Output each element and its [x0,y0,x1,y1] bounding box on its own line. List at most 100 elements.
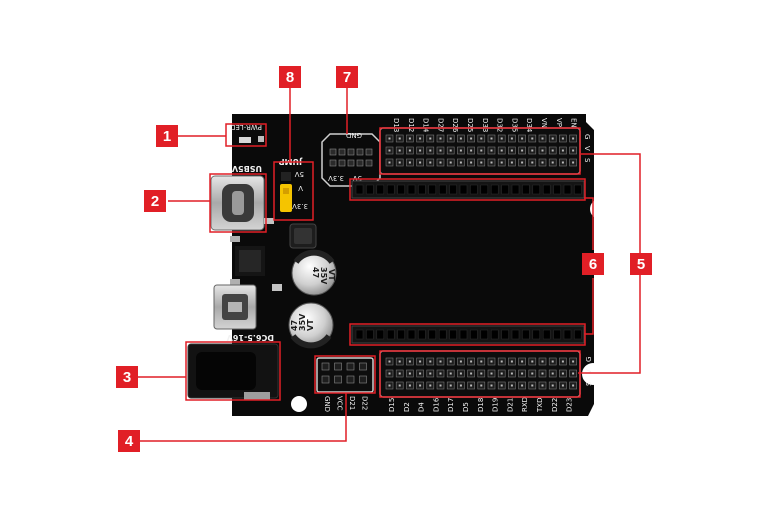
female-slot [553,329,561,340]
header-pin [321,375,330,384]
pin-label: D17 [447,398,455,412]
female-slot [397,184,405,195]
power-5v-label: 5V [353,174,362,182]
cap-bottom-brand: VT [306,319,315,331]
callout-number: 3 [123,369,131,386]
usb-c-port [210,175,265,231]
pin-label: D14 [422,118,430,133]
female-slot [397,329,405,340]
jump-3v3-label: 3.3V [292,202,308,210]
callout-number: 5 [637,256,645,273]
header-pin [321,362,330,371]
female-slot [459,184,468,195]
micro-usb-port [213,284,257,330]
side-label: S [585,381,593,386]
female-slot [501,184,509,195]
female-slot [376,184,385,195]
female-slot [366,329,374,340]
pin-label: D32 [496,118,504,132]
callout-number: 6 [589,256,597,273]
callout-8-voltage-jumper: 8 [279,66,301,88]
pin-label: VP [555,118,563,127]
power-led: PWR-LED [230,123,264,143]
callout-2-usb-c-port: 2 [144,190,166,212]
dc-input-label: DC6.5-16V [226,333,274,342]
female-slot [386,184,395,195]
female-slot [511,184,520,195]
mount-hole [582,363,604,385]
callout-7-power-pins: 7 [336,66,358,88]
pwr-led-label: PWR-LED [230,123,262,131]
female-slot [522,184,530,195]
female-slot [532,184,541,195]
header-pin [359,362,367,371]
female-slot [386,329,395,340]
female-slot [522,329,530,340]
header-pin [365,148,373,156]
header-pin [329,148,337,156]
female-slot [490,184,499,195]
female-slot [355,184,364,195]
header-pin [356,159,364,167]
pin-label: VN [540,118,548,128]
pin-label: D33 [481,118,489,132]
callout-lines [138,86,641,442]
header-pin [365,159,373,167]
cap-top-voltage: 35V [319,267,328,285]
side-label: G [585,357,593,362]
side-label: G [583,134,591,139]
pin-label: D19 [492,398,500,412]
female-slot [511,329,520,340]
pin-label: D12 [407,118,415,132]
female-slot [553,184,561,195]
pin-label: D13 [392,118,400,132]
pin-label: D23 [566,398,574,412]
cap-top-brand: VT [327,269,336,281]
header-side-labels-top: GVS [583,134,591,163]
header-pin [334,362,342,371]
pin-label: D22 [551,398,559,412]
pin-label: D4 [418,402,426,412]
female-slot [563,184,572,195]
female-slot [574,184,582,195]
header-pin [356,148,364,156]
pin-label: D25 [466,118,474,132]
female-slot [449,329,457,340]
cap-top-value: 47 [311,267,320,278]
callout-number: 8 [286,69,294,86]
callout-number: 2 [151,193,159,210]
header-pin [346,362,355,371]
callout-4-i2c-header: 4 [118,430,140,452]
female-slot [418,184,426,195]
cap-bottom-value: 47 [290,320,299,331]
header-pin [347,159,355,167]
jump-5v-label: 5V [295,170,304,178]
female-slot [438,329,447,340]
i2c-pin-label: D21 [348,396,356,410]
female-slot [376,329,385,340]
cap-bottom-voltage: 35V [298,313,307,331]
callout-1-power-led: 1 [156,125,178,147]
usb5v-label: USB5V [231,164,262,173]
header-side-labels-bottom: GVS [585,357,593,386]
power-gnd-label: GND [346,131,362,139]
pin-label: D16 [432,397,440,412]
female-slot [574,329,582,340]
header-pin [338,148,346,156]
female-slot [366,184,374,195]
female-slot [542,329,551,340]
female-slot [407,184,416,195]
pin-label: D18 [477,398,485,412]
female-slot [418,329,426,340]
callout-6-female-headers: 6 [582,253,604,275]
female-slot [501,329,509,340]
power-3v3-label: 3.3V [328,174,344,182]
header-pin [347,148,355,156]
mount-hole [291,396,307,412]
pin-label: EN [570,118,578,128]
female-slot [438,184,447,195]
pin-label: TXD [536,398,544,413]
